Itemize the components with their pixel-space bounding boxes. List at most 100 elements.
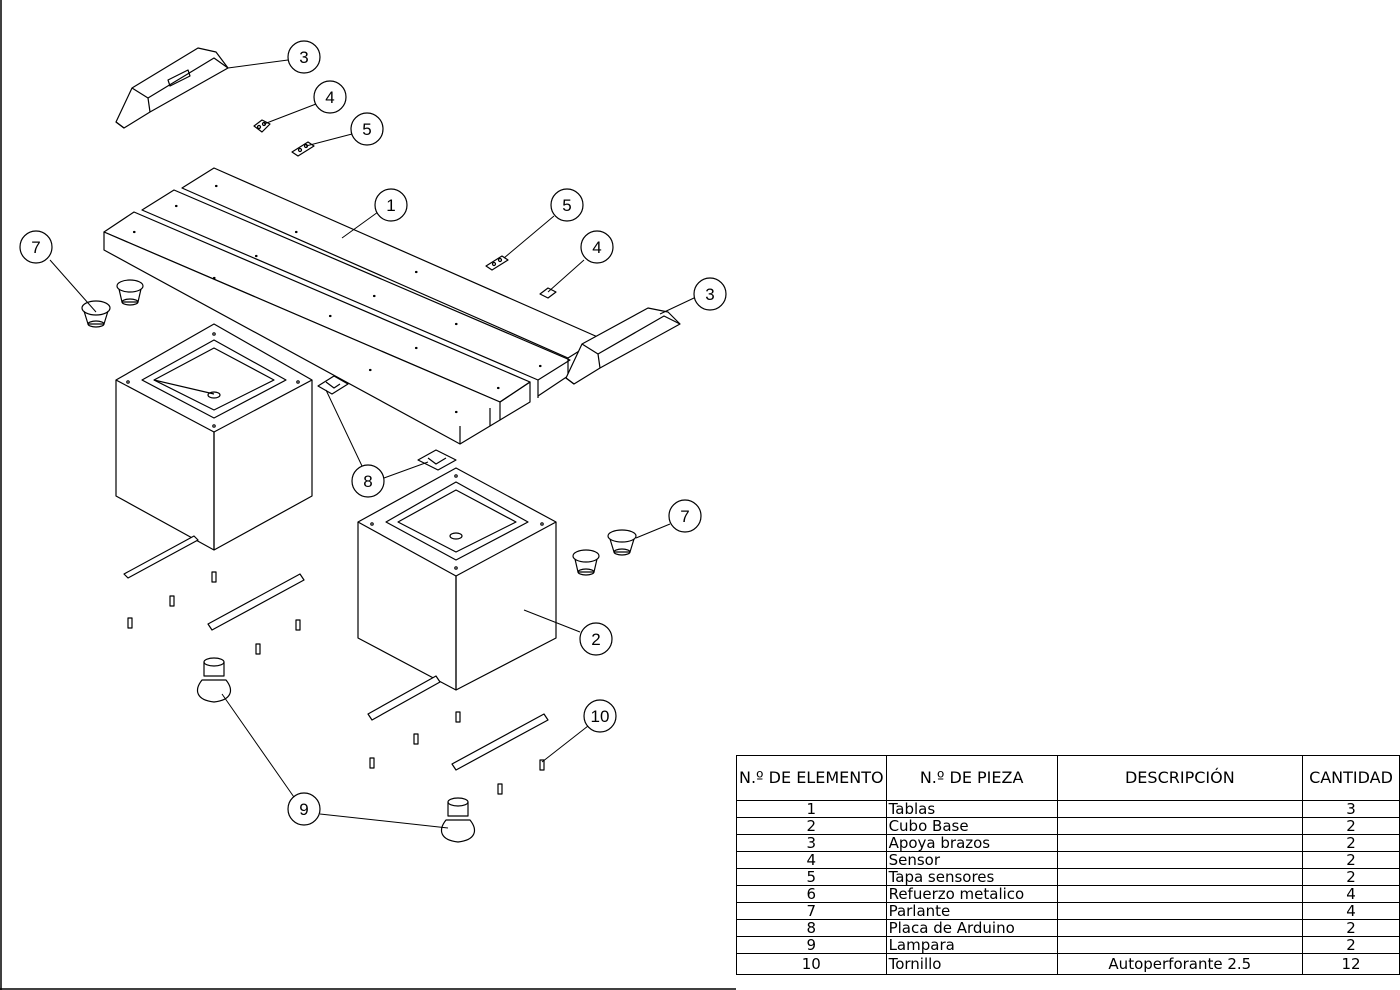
part-reinforcement-right-1 xyxy=(367,675,441,721)
svg-text:1: 1 xyxy=(386,196,395,215)
svg-text:8: 8 xyxy=(363,472,372,491)
balloon-4-top: 4 xyxy=(313,80,347,114)
bom-qty: 12 xyxy=(1302,953,1400,975)
bom-item: 8 xyxy=(736,919,887,937)
bom-desc: Autoperforante 2.5 xyxy=(1056,953,1304,975)
table-row: 10 Tornillo Autoperforante 2.5 12 xyxy=(736,953,1400,975)
bom-desc xyxy=(1056,885,1304,903)
bom-qty: 2 xyxy=(1302,851,1400,869)
bom-header-part: N.º DE PIEZA xyxy=(885,755,1058,801)
bill-of-materials-table: N.º DE ELEMENTO N.º DE PIEZA DESCRIPCIÓN… xyxy=(736,755,1400,975)
bom-item: 1 xyxy=(736,800,887,818)
part-arduino-plate-1 xyxy=(317,375,349,395)
part-reinforcement-left-1 xyxy=(123,535,199,579)
table-row: 1 Tablas 3 xyxy=(736,800,1400,818)
bom-item: 2 xyxy=(736,817,887,835)
bom-header-row: N.º DE ELEMENTO N.º DE PIEZA DESCRIPCIÓN… xyxy=(736,755,1400,801)
part-speaker-left-2 xyxy=(116,279,144,306)
part-speaker-left-1 xyxy=(81,300,111,328)
part-lamp-right xyxy=(440,797,476,843)
bom-qty: 2 xyxy=(1302,936,1400,954)
bom-item: 3 xyxy=(736,834,887,852)
bom-part: Tapa sensores xyxy=(885,868,1058,886)
table-row: 8 Placa de Arduino 2 xyxy=(736,919,1400,937)
balloon-2: 2 xyxy=(579,622,613,656)
bom-item: 9 xyxy=(736,936,887,954)
svg-text:5: 5 xyxy=(362,120,371,139)
balloon-5-right: 5 xyxy=(550,188,584,222)
bom-desc xyxy=(1056,817,1304,835)
bom-desc xyxy=(1056,868,1304,886)
bom-qty: 4 xyxy=(1302,885,1400,903)
leader-lines xyxy=(49,59,695,829)
screws-right xyxy=(369,711,545,795)
bom-part: Cubo Base xyxy=(885,817,1058,835)
bom-part: Parlante xyxy=(885,902,1058,920)
table-row: 2 Cubo Base 2 xyxy=(736,817,1400,835)
svg-text:2: 2 xyxy=(591,630,600,649)
bom-desc xyxy=(1056,800,1304,818)
bom-part: Tornillo xyxy=(885,953,1058,975)
bom-part: Tablas xyxy=(885,800,1058,818)
bom-item: 10 xyxy=(736,953,887,975)
balloon-9: 9 xyxy=(287,792,321,826)
bom-qty: 2 xyxy=(1302,834,1400,852)
bom-item: 7 xyxy=(736,902,887,920)
bom-part: Lampara xyxy=(885,936,1058,954)
balloon-3-right: 3 xyxy=(693,277,727,311)
bom-part: Sensor xyxy=(885,851,1058,869)
bom-part: Apoya brazos xyxy=(885,834,1058,852)
balloon-8: 8 xyxy=(351,464,385,498)
balloon-4-right: 4 xyxy=(580,230,614,264)
svg-text:9: 9 xyxy=(299,800,308,819)
bom-desc xyxy=(1056,919,1304,937)
bom-qty: 2 xyxy=(1302,817,1400,835)
svg-text:4: 4 xyxy=(592,238,601,257)
bom-desc xyxy=(1056,851,1304,869)
bom-desc xyxy=(1056,902,1304,920)
svg-text:3: 3 xyxy=(705,285,714,304)
part-sensor-cap-top xyxy=(291,141,315,157)
part-speaker-right-1 xyxy=(572,549,600,576)
table-row: 5 Tapa sensores 2 xyxy=(736,868,1400,886)
bom-item: 4 xyxy=(736,851,887,869)
bom-item: 6 xyxy=(736,885,887,903)
table-row: 4 Sensor 2 xyxy=(736,851,1400,869)
bom-qty: 3 xyxy=(1302,800,1400,818)
bom-part: Refuerzo metalico xyxy=(885,885,1058,903)
svg-text:10: 10 xyxy=(591,707,610,726)
bom-header-quantity: CANTIDAD xyxy=(1302,755,1400,801)
part-lamp-left xyxy=(196,657,232,703)
svg-text:4: 4 xyxy=(325,88,334,107)
part-armrest-top xyxy=(115,47,229,129)
bom-part: Placa de Arduino xyxy=(885,919,1058,937)
table-row: 6 Refuerzo metalico 4 xyxy=(736,885,1400,903)
part-sensor-cap-right xyxy=(485,255,509,271)
balloon-5-top: 5 xyxy=(350,112,384,146)
part-cube-base-left xyxy=(115,323,313,551)
bom-item: 5 xyxy=(736,868,887,886)
bom-qty: 4 xyxy=(1302,902,1400,920)
svg-text:7: 7 xyxy=(680,507,689,526)
table-row: 7 Parlante 4 xyxy=(736,902,1400,920)
balloon-1: 1 xyxy=(374,188,408,222)
bom-desc xyxy=(1056,936,1304,954)
part-cube-base-right xyxy=(357,467,557,691)
part-speaker-right-2 xyxy=(607,529,637,556)
part-sensor-right xyxy=(539,287,557,299)
screws-left xyxy=(127,571,301,655)
bom-qty: 2 xyxy=(1302,868,1400,886)
svg-text:7: 7 xyxy=(31,238,40,257)
bom-header-item: N.º DE ELEMENTO xyxy=(736,755,887,801)
svg-text:5: 5 xyxy=(562,196,571,215)
table-row: 3 Apoya brazos 2 xyxy=(736,834,1400,852)
bom-desc xyxy=(1056,834,1304,852)
part-bench-planks xyxy=(103,167,601,445)
bom-header-description: DESCRIPCIÓN xyxy=(1056,755,1304,801)
balloon-3-top: 3 xyxy=(287,40,321,74)
balloon-7-right: 7 xyxy=(668,499,702,533)
svg-text:3: 3 xyxy=(299,48,308,67)
part-arduino-plate-2 xyxy=(417,449,457,471)
part-reinforcement-left-2 xyxy=(207,573,305,631)
